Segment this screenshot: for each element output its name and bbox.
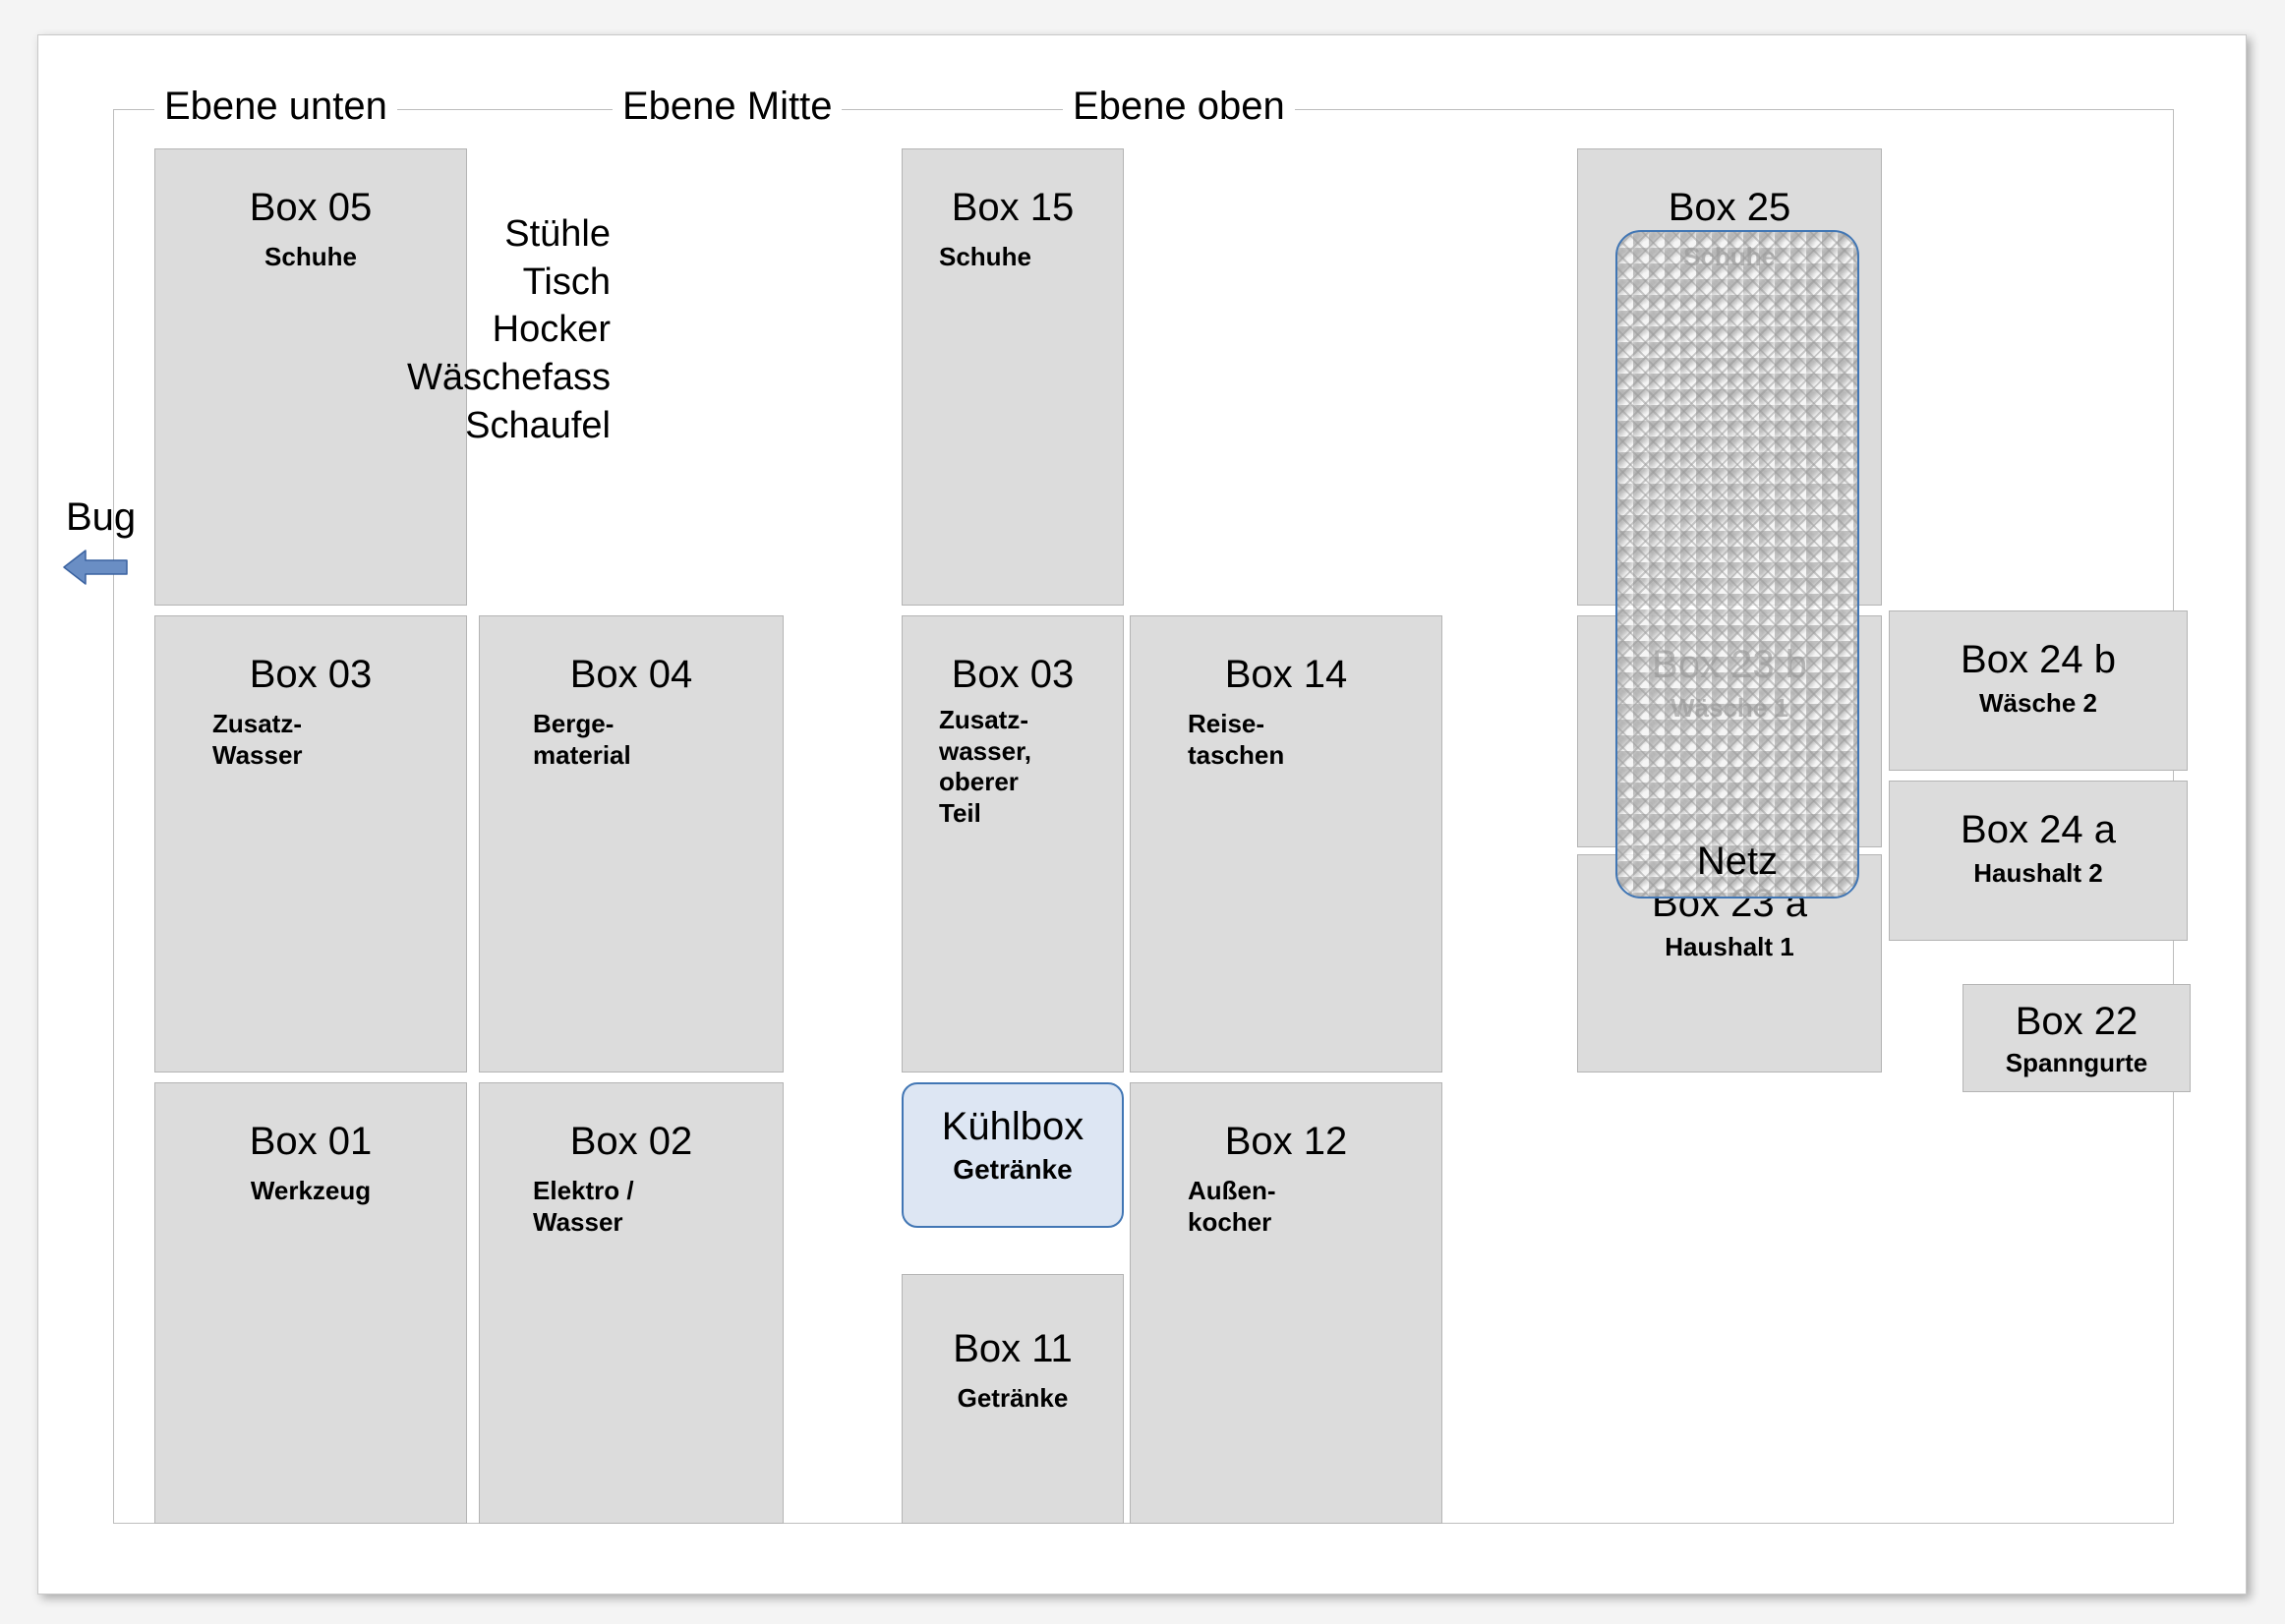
box-title: Box 03 xyxy=(951,653,1075,696)
kuehlbox[interactable]: Kühlbox Getränke xyxy=(902,1082,1124,1228)
box-title: Kühlbox xyxy=(941,1105,1084,1148)
box-title: Box 05 xyxy=(249,186,373,229)
box-subtitle: Haushalt 2 xyxy=(1973,858,2103,888)
box-12[interactable]: Box 12 Außen- kocher xyxy=(1130,1082,1442,1524)
box-22[interactable]: Box 22 Spanngurte xyxy=(1963,984,2191,1092)
loose-items-list: Stühle Tisch Hocker Wäschefass Schaufel xyxy=(407,213,611,446)
box-subtitle: Zusatz- Wasser xyxy=(212,709,303,770)
box-02[interactable]: Box 02 Elektro / Wasser xyxy=(479,1082,784,1524)
box-title: Box 14 xyxy=(1224,653,1348,696)
box-subtitle: Wäsche 2 xyxy=(1979,688,2097,718)
box-15[interactable]: Box 15 Schuhe xyxy=(902,148,1124,606)
box-03-unten[interactable]: Box 03 Zusatz- Wasser xyxy=(154,615,467,1073)
section-label-ebene-unten: Ebene unten xyxy=(154,87,397,126)
box-14[interactable]: Box 14 Reise- taschen xyxy=(1130,615,1442,1073)
box-subtitle: Werkzeug xyxy=(250,1176,372,1205)
netz-label: Netz xyxy=(1696,840,1779,883)
box-title: Box 15 xyxy=(951,186,1075,229)
box-subtitle: Berge- material xyxy=(533,709,631,770)
box-subtitle: Getränke xyxy=(957,1383,1069,1413)
box-subtitle: Schuhe xyxy=(939,242,1031,271)
box-subtitle: Zusatz- wasser, oberer Teil xyxy=(939,705,1031,829)
box-24-a[interactable]: Box 24 a Haushalt 2 xyxy=(1889,781,2188,941)
box-24-b[interactable]: Box 24 b Wäsche 2 xyxy=(1889,610,2188,771)
box-title: Box 02 xyxy=(569,1120,693,1163)
box-subtitle: Spanngurte xyxy=(2005,1048,2148,1077)
box-01[interactable]: Box 01 Werkzeug xyxy=(154,1082,467,1524)
section-label-ebene-mitte: Ebene Mitte xyxy=(613,87,843,126)
box-title: Box 24 b xyxy=(1961,638,2116,681)
box-subtitle: Reise- taschen xyxy=(1188,709,1285,770)
box-title: Box 12 xyxy=(1224,1120,1348,1163)
box-subtitle: Getränke xyxy=(953,1154,1073,1185)
bug-label: Bug xyxy=(66,495,137,539)
box-title: Box 11 xyxy=(953,1327,1073,1370)
box-title: Box 01 xyxy=(249,1120,373,1163)
box-title: Box 04 xyxy=(569,653,693,696)
arrow-left-icon xyxy=(60,545,131,595)
box-title: Box 24 a xyxy=(1961,808,2116,851)
box-subtitle: Haushalt 1 xyxy=(1665,932,1794,961)
box-subtitle: Außen- kocher xyxy=(1188,1176,1276,1237)
netz-overlay[interactable]: Netz xyxy=(1615,230,1859,899)
box-subtitle: Schuhe xyxy=(264,242,357,271)
box-title: Box 03 xyxy=(249,653,373,696)
box-title: Box 22 xyxy=(2015,1000,2139,1043)
box-04[interactable]: Box 04 Berge- material xyxy=(479,615,784,1073)
page-sheet: Ebene unten Ebene Mitte Ebene oben Bug B… xyxy=(37,34,2247,1595)
box-05[interactable]: Box 05 Schuhe xyxy=(154,148,467,606)
section-label-ebene-oben: Ebene oben xyxy=(1063,87,1295,126)
box-11[interactable]: Box 11 Getränke xyxy=(902,1274,1124,1524)
box-03-mitte[interactable]: Box 03 Zusatz- wasser, oberer Teil xyxy=(902,615,1124,1073)
box-subtitle: Elektro / Wasser xyxy=(533,1176,634,1237)
box-title: Box 25 xyxy=(1668,186,1791,229)
